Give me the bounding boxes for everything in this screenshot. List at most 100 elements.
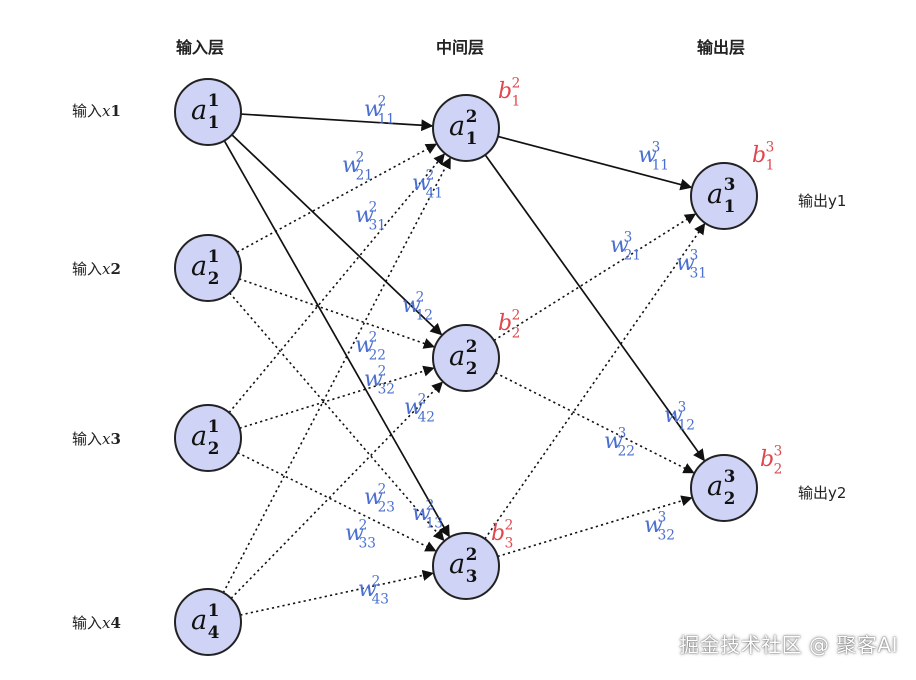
svg-text:1: 1 [208,246,220,266]
edge-input2-hidden1 [236,143,438,253]
svg-text:1: 1 [512,93,521,109]
edge-input4-hidden2 [230,381,444,599]
svg-text:11: 11 [652,157,669,173]
input-label-4: 输入x4 [72,614,121,632]
svg-text:a: a [449,111,465,142]
input-label-2: 输入x2 [72,260,121,278]
svg-text:2: 2 [724,488,736,508]
svg-text:3: 3 [466,566,478,586]
output-layer-header: 输出层 [697,38,746,57]
svg-text:a: a [449,341,465,372]
edge-input4-hidden1 [222,157,451,594]
svg-text:2: 2 [774,461,783,477]
svg-text:41: 41 [426,185,443,201]
edge-hidden2-output2 [495,372,695,474]
svg-text:2: 2 [426,167,435,183]
svg-text:2: 2 [416,289,425,305]
svg-text:12: 12 [416,307,433,323]
svg-text:22: 22 [618,443,635,459]
input-node-2-circle [174,234,242,302]
svg-text:a: a [191,605,207,636]
svg-text:31: 31 [369,217,386,233]
svg-text:2: 2 [356,149,365,165]
svg-text:2: 2 [378,93,387,109]
svg-text:3: 3 [724,466,736,486]
svg-text:32: 32 [378,381,395,397]
svg-text:2: 2 [466,336,478,356]
edge-input1-hidden3 [223,140,450,538]
hidden-node-2-circle [432,324,500,392]
svg-text:11: 11 [378,111,395,127]
svg-text:a: a [449,549,465,580]
svg-text:2: 2 [512,75,521,91]
svg-text:a: a [707,471,723,502]
svg-text:w: w [638,143,657,168]
svg-text:12: 12 [678,417,695,433]
hidden-layer-header: 中间层 [436,38,485,57]
svg-text:w: w [364,367,383,392]
svg-text:2: 2 [378,481,387,497]
input-label-3: 输入x3 [72,430,121,448]
svg-text:w: w [355,333,374,358]
svg-text:1: 1 [766,157,775,173]
svg-text:2: 2 [369,199,378,215]
edge-input1-hidden1 [240,113,434,132]
svg-text:3: 3 [678,399,687,415]
svg-text:b: b [498,79,512,104]
svg-text:2: 2 [466,358,478,378]
svg-text:w: w [604,429,623,454]
svg-text:3: 3 [652,139,661,155]
svg-text:w: w [412,171,431,196]
edge-input2-hidden2 [238,278,435,349]
svg-text:42: 42 [418,409,435,425]
svg-text:2: 2 [372,573,381,589]
input-layer-header: 输入层 [176,38,225,57]
svg-text:3: 3 [624,229,633,245]
svg-text:b: b [498,311,512,336]
weight-label-3-22: w3 22 [604,425,635,459]
input-node-3-circle [174,404,242,472]
svg-text:1: 1 [466,128,478,148]
svg-text:23: 23 [378,499,395,515]
svg-text:a: a [191,95,207,126]
svg-text:w: w [404,395,423,420]
input-node-4-circle [174,588,242,656]
svg-text:4: 4 [208,622,220,642]
svg-text:1: 1 [208,600,220,620]
svg-text:3: 3 [618,425,627,441]
svg-text:3: 3 [724,174,736,194]
svg-text:33: 33 [359,535,376,551]
output-label-2: 输出y2 [798,484,847,502]
svg-text:3: 3 [690,247,699,263]
svg-text:w: w [342,153,361,178]
svg-text:w: w [358,577,377,602]
svg-text:b: b [760,447,774,472]
edge-input3-hidden2 [239,365,435,429]
edges-layer [222,113,706,616]
